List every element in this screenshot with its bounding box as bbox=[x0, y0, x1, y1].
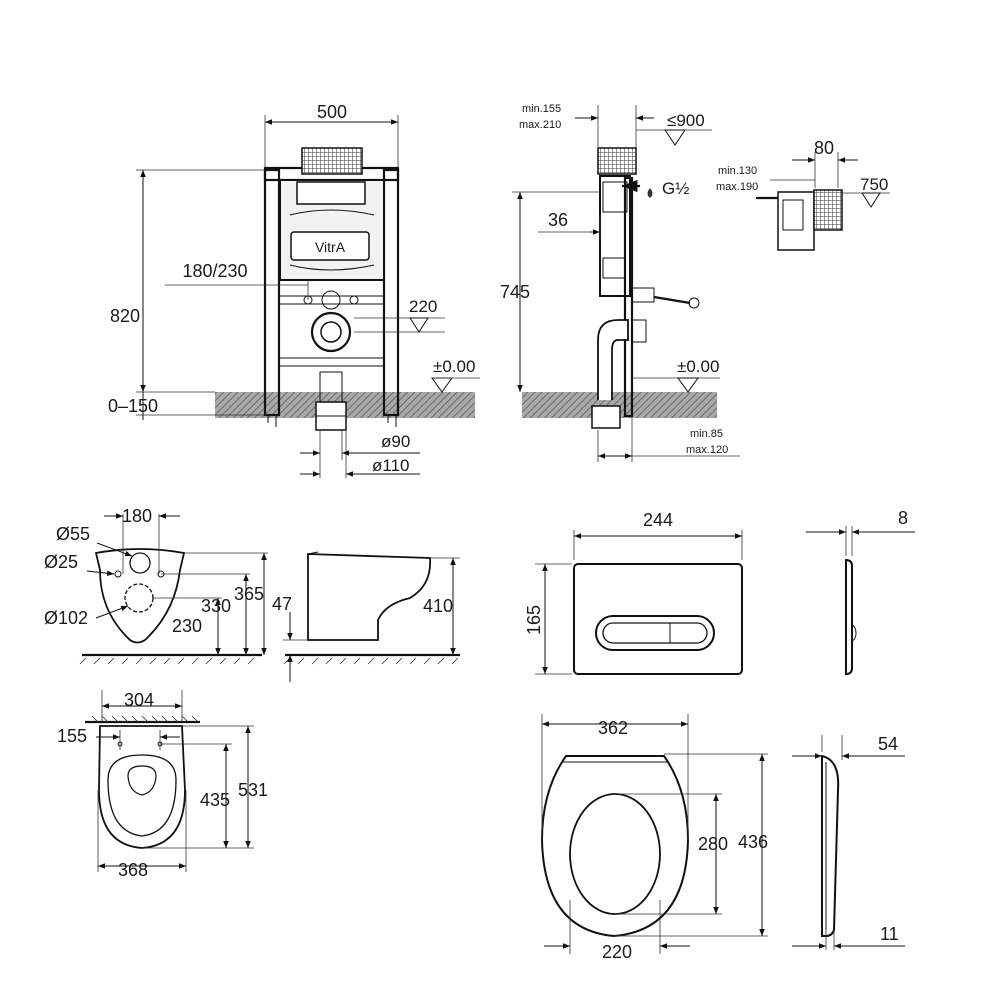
dim-bowl-hole-spacing: 155 bbox=[57, 726, 87, 746]
dim-bowl-h2: 365 bbox=[234, 584, 264, 604]
bowl-outline-side bbox=[307, 553, 432, 641]
dim-flush-cap: 220 bbox=[409, 297, 437, 316]
dim-plate-height: 165 bbox=[524, 605, 544, 635]
level-marker-side: ±0.00 bbox=[677, 357, 719, 376]
seat-view: 362 436 280 220 54 11 bbox=[540, 714, 905, 962]
dim-frame-height: 820 bbox=[110, 306, 140, 326]
dim-box-height: 750 bbox=[860, 175, 888, 194]
dim-bowl-spacing: 180 bbox=[122, 506, 152, 526]
dim-bowl-length: 531 bbox=[238, 780, 268, 800]
dim-bottom-max: max.120 bbox=[686, 444, 728, 456]
dim-bottom-min: min.85 bbox=[690, 428, 723, 440]
dim-pipe-large: ø110 bbox=[372, 456, 410, 475]
frame-side-view: G½ min.155 max.210 ≤900 36 745 ±0.00 min… bbox=[500, 103, 740, 462]
dim-bowl-height: 410 bbox=[423, 596, 453, 616]
flush-plate-profile bbox=[845, 558, 853, 676]
side-drain-bend bbox=[597, 319, 629, 400]
dim-seat-length: 436 bbox=[738, 832, 768, 852]
dim-frame-width: 500 bbox=[317, 102, 347, 122]
dim-inlet: 36 bbox=[548, 210, 568, 230]
dim-wall-bracket: 180/230 bbox=[182, 261, 247, 281]
dim-plate-width: 244 bbox=[643, 510, 673, 530]
dim-bowl-d-small: Ø25 bbox=[44, 552, 78, 572]
dim-bowl-top-width: 304 bbox=[124, 690, 154, 710]
dim-bowl-d-large: Ø55 bbox=[56, 524, 90, 544]
dim-bowl-bottom-width: 368 bbox=[118, 860, 148, 880]
dim-bowl-d-outlet: Ø102 bbox=[44, 608, 88, 628]
top-grille bbox=[301, 147, 363, 175]
seat-profile bbox=[821, 754, 840, 937]
dim-box-depth: 80 bbox=[814, 138, 834, 158]
dim-seat-hinge: 220 bbox=[602, 942, 632, 962]
dim-seat-width: 362 bbox=[598, 718, 628, 738]
dim-pipe-small: ø90 bbox=[381, 432, 410, 451]
bowl-side-view: 410 47 bbox=[272, 551, 460, 682]
dim-bowl-h3: 230 bbox=[172, 616, 202, 636]
dim-seat-thick-bottom: 11 bbox=[880, 924, 899, 944]
dim-side-height: 745 bbox=[500, 282, 530, 302]
dim-box-max: max.190 bbox=[716, 181, 758, 193]
dim-max-height: ≤900 bbox=[667, 111, 705, 130]
flush-plate-view: 244 165 8 bbox=[524, 508, 915, 676]
level-marker-front: ±0.00 bbox=[433, 357, 475, 376]
thread-label: G½ bbox=[662, 179, 689, 198]
frame-front-view: VitrA 500 820 180/230 0–150 bbox=[108, 102, 480, 478]
seat-opening bbox=[569, 793, 661, 915]
dim-plate-depth: 8 bbox=[898, 508, 908, 528]
dim-floor-range: 0–150 bbox=[108, 396, 158, 416]
dim-bowl-length-inner: 435 bbox=[200, 790, 230, 810]
dim-bowl-h1: 330 bbox=[201, 596, 231, 616]
dim-top-min: min.155 bbox=[522, 103, 561, 115]
dim-seat-thick-top: 54 bbox=[878, 734, 898, 754]
dim-bowl-gap: 47 bbox=[272, 594, 292, 614]
bowl-front-view: 180 Ø55 Ø25 Ø102 230 330 365 bbox=[44, 506, 268, 665]
bowl-top-view: 304 155 435 531 368 bbox=[57, 690, 268, 880]
dim-box-min: min.130 bbox=[718, 165, 757, 177]
brand-logo: VitrA bbox=[315, 239, 346, 255]
dim-seat-opening: 280 bbox=[698, 834, 728, 854]
dim-top-max: max.210 bbox=[519, 119, 561, 131]
detail-box-view: min.130 max.190 80 750 bbox=[716, 138, 890, 251]
